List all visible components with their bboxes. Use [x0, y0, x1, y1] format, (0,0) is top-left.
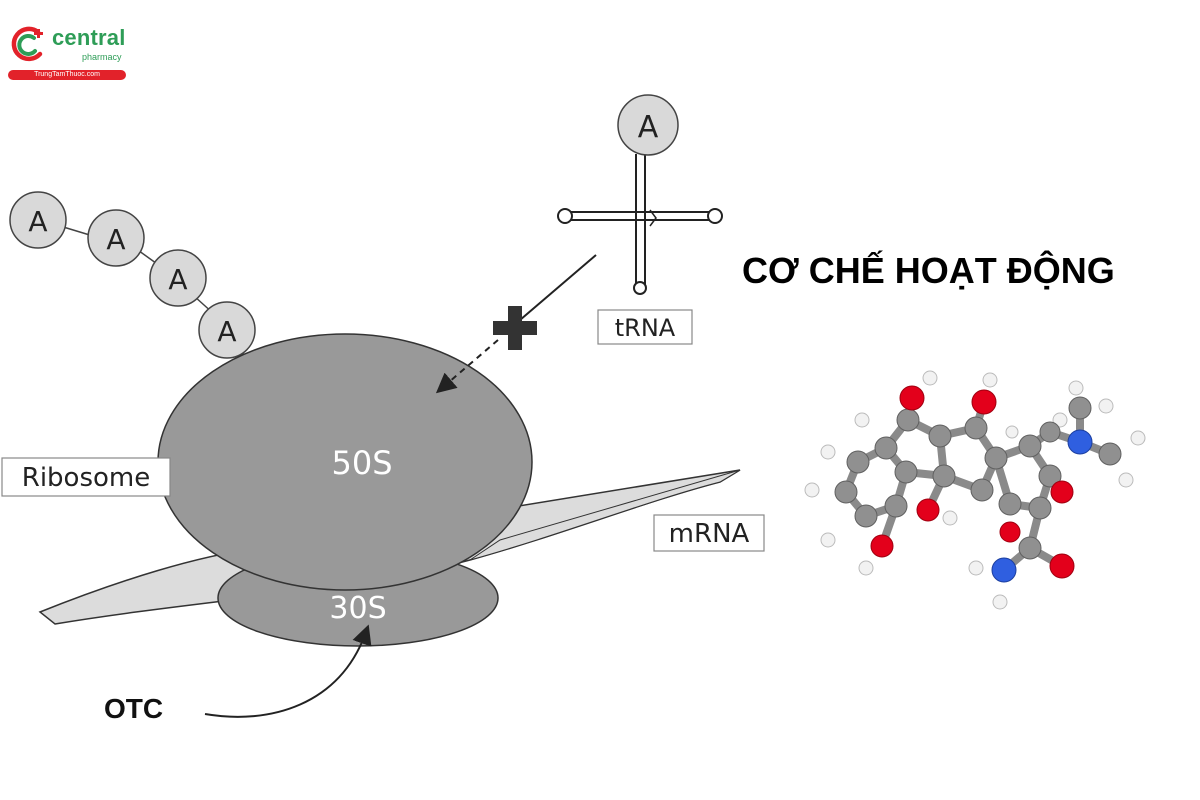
trna-arrow-solid [519, 254, 597, 321]
polya-bead-label: A [217, 315, 236, 348]
page-title: CƠ CHẾ HOẠT ĐỘNG [742, 250, 1115, 291]
polya-chain: A A A A [9, 191, 256, 359]
polya-bead [87, 209, 145, 267]
polya-bead-label: A [168, 263, 187, 296]
drug-label: OTC [104, 693, 163, 724]
trna-base-label: A [638, 110, 659, 145]
polya-bead [9, 191, 67, 249]
brand-logo[interactable]: central pharmacy TrungTamThuoc.com [8, 22, 138, 84]
logo-mark-icon [11, 26, 43, 62]
polya-bead-label: A [28, 205, 47, 238]
block-symbol-icon [493, 306, 537, 350]
polya-bead [198, 301, 256, 359]
large-subunit-label: 50S [331, 444, 392, 482]
trna-label-box [597, 309, 693, 345]
molecule-carbons [834, 396, 1122, 560]
polya-bead-label: A [106, 223, 125, 256]
mrna-strand-front [469, 469, 741, 561]
mrna-label-box [653, 514, 765, 552]
molecule-nitrogens [991, 429, 1093, 583]
trna-label: tRNA [615, 314, 676, 342]
mrna-label: mRNA [669, 519, 750, 549]
polya-bead [149, 249, 207, 307]
logo-brand-name: central [52, 25, 126, 50]
trna-arrow-dashed [435, 339, 499, 394]
logo-subtitle: pharmacy [82, 52, 122, 62]
ribosome-label-box [1, 457, 171, 497]
molecule-hydrogens [804, 370, 1146, 610]
trna-anticodon-bead [617, 94, 679, 156]
trna-molecule [557, 154, 723, 295]
drug-arrow [204, 624, 372, 718]
ribosome-label: Ribosome [22, 463, 150, 493]
small-subunit-label: 30S [329, 591, 386, 626]
molecule-oxygens [870, 385, 1075, 579]
logo-site-url: TrungTamThuoc.com [8, 70, 126, 80]
